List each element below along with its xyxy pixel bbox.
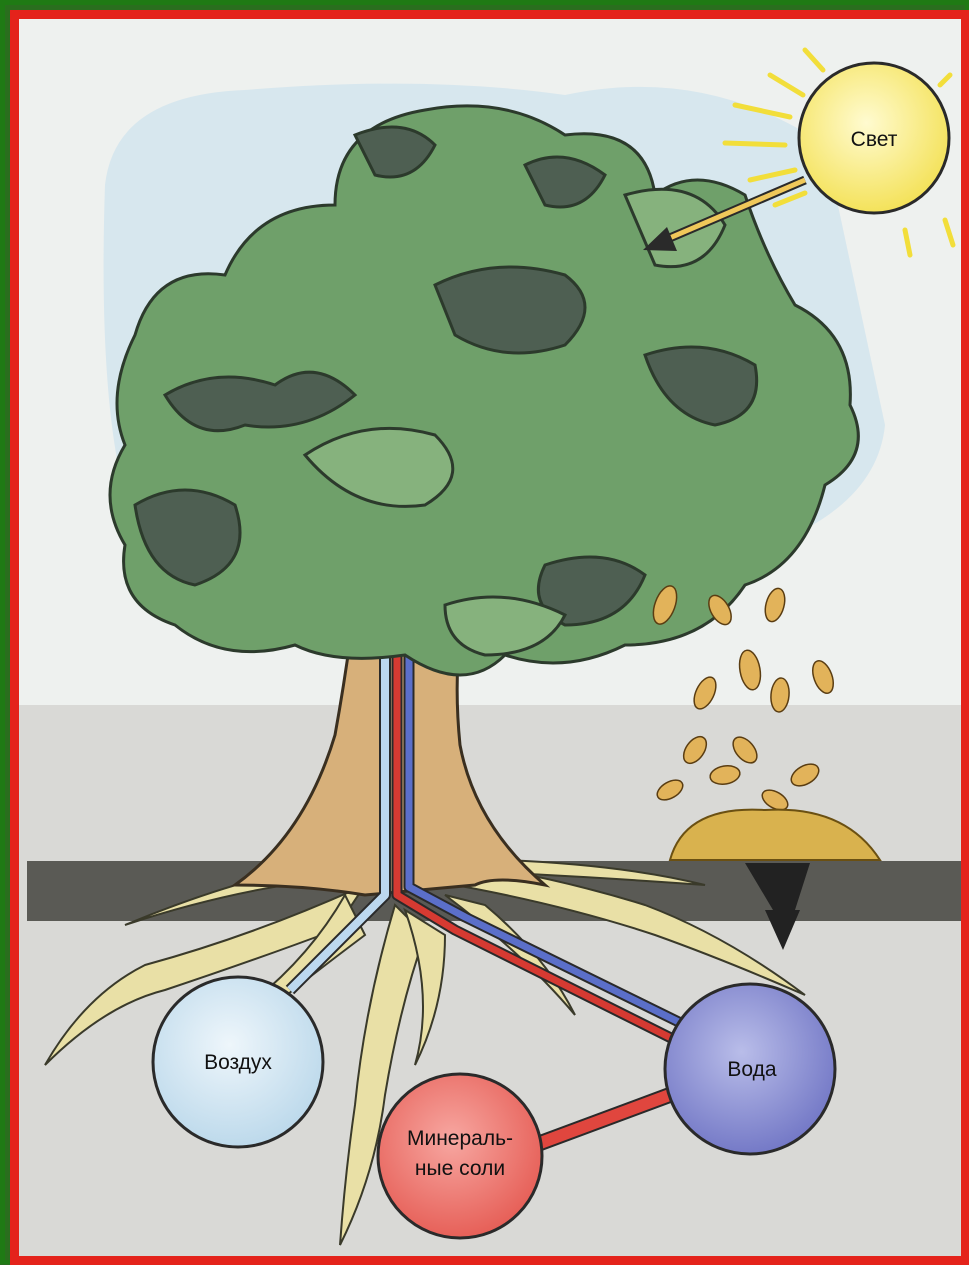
diagram-panel: Свет Воздух Вода Минераль- ные соли <box>10 10 969 1265</box>
minerals-label-line2: ные соли <box>415 1157 505 1180</box>
water-label: Вода <box>727 1058 776 1081</box>
minerals-circle <box>378 1074 542 1238</box>
minerals-label-line1: Минераль- <box>407 1127 513 1150</box>
tree-nutrition-diagram: Свет Воздух Вода Минераль- ные соли <box>19 19 961 1256</box>
sun-label: Свет <box>851 128 898 151</box>
air-label: Воздух <box>204 1051 272 1074</box>
